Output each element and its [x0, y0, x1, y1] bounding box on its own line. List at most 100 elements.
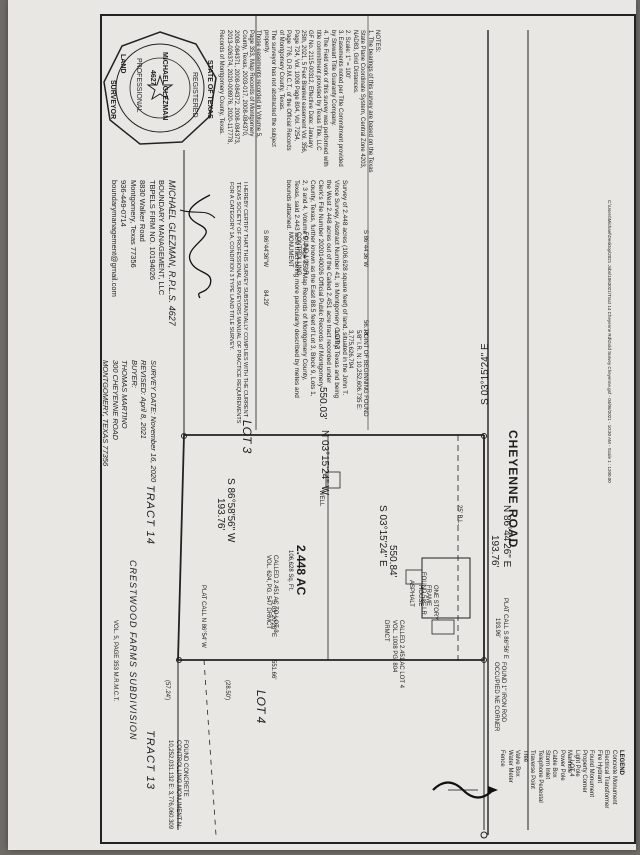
well-label: WELL: [318, 490, 324, 507]
call-right-label: CALLED 2.451 AC LOT 4 VOL. 1008 PG. 804 …: [383, 620, 404, 688]
notes-line: property.: [262, 30, 269, 54]
surveyor-block: MICHAEL GLEZMAN, R.P.L.S. 4627 BOUNDARY …: [110, 180, 177, 326]
notes-line: Page 353, Map Records of Montgomery: [248, 30, 255, 137]
area-sub-label: 106,628 Sq. Ft.: [287, 550, 293, 592]
north-line-bearing: N 86°44'26" E: [501, 505, 512, 568]
certification-text: I HEREBY CERTIFY THAT THIS SURVEY SUBSTA…: [228, 182, 248, 424]
plat-call-top-dist: 193.96': [494, 618, 500, 638]
south-line-bearing: S 86°58'56" W: [225, 478, 236, 543]
notes-line: 4. The Field work of this survey was per…: [322, 30, 329, 167]
plat-call-south: PLAT CALL N 86°54' W: [200, 585, 206, 648]
notes-line: title commitment provided by Texas Title…: [314, 30, 321, 151]
notes-line: GF No. 2115-00312, Effective Date: Janua…: [307, 30, 314, 148]
left-bearing-2: S 86°44'36"W: [262, 230, 268, 268]
surveyor-seal: [103, 31, 217, 145]
surveyor-email: boundarymanagement@gmail.com: [110, 180, 119, 297]
notes-line: Page 724, Vol. 1008 Page 804, Vol. 7254,: [292, 30, 299, 142]
west-line-bearing: N 03°15'24" W: [319, 430, 330, 496]
legend-title: LEGEND: [618, 750, 624, 776]
legend-item: Electrical Transformer: [603, 750, 610, 809]
surveyor-company: BOUNDARY MANAGEMENT, LLC: [157, 180, 167, 296]
building-line-label: 25' B.L.: [456, 505, 462, 526]
seal-name: MICHAEL GLEZMAN: [161, 52, 168, 121]
legend-item: Storm Inlet: [543, 750, 550, 780]
seal-land: LAND: [119, 54, 126, 74]
dist-57: (57.24'): [164, 680, 170, 701]
survey-date: SURVEY DATE: November 16, 2020: [149, 360, 158, 483]
surveyor-signature: [179, 194, 216, 299]
west-line-distance: 550.03': [317, 387, 328, 420]
found-iron-label: FOUND 1/2" I.R. CONTROLLING MONUMENT: [287, 232, 308, 277]
south-line-distance: 193.76': [215, 498, 226, 531]
surveyor-firm: TBPELS FIRM NO. 10194026: [148, 180, 157, 281]
notes-line: 25th, 2021, 5 Feet Blanket easement Vol.…: [299, 30, 306, 154]
tract13-label: TRACT 13: [144, 730, 156, 790]
east-line-label: 550.84': [387, 545, 398, 578]
seal-professional: PROFESSIONAL: [135, 58, 142, 113]
seal-top: STATE OF TEXAS: [206, 60, 213, 119]
plat-call-top: PLAT CALL S 86°56' E: [502, 598, 508, 659]
legend-item: Manhole: [566, 750, 573, 774]
notes-line: 2. Scale: 1" = 100': [344, 30, 351, 79]
legend-item: Valve Box: [514, 750, 521, 777]
notes-heading: NOTES:: [374, 30, 380, 53]
legend-item: Traverse Point: [529, 750, 536, 789]
tract14-label: TRACT 14: [144, 485, 156, 545]
drawing-frame: [100, 14, 636, 844]
plat-drawing: [176, 16, 529, 839]
survey-revised: REVISED: April 8, 2021: [139, 360, 149, 439]
asphalt-label: ASPHALT: [408, 580, 414, 607]
notes-line: 2013-026374, 2020-008976, 2020-117778,: [225, 30, 232, 144]
concrete-monument-label: FOUND CONCRETE CONTROLLING MONUMENT N: 1…: [167, 740, 188, 830]
area-call-label: CALLED 2.451 AC TO LOT 3 VOL. 624, PG. 5…: [264, 555, 278, 633]
notes-line: Records of Montgomery County, Texas.: [218, 30, 225, 135]
legend-item: Power Pole: [558, 750, 565, 781]
subdivision-name: CRESTWOOD FARMS SUBDIVISION: [128, 560, 138, 741]
survey-sheet: STATE OF TEXAS REGISTERED MICHAEL GLEZMA…: [8, 0, 636, 850]
surveyor-address1: 8830 Walker Road: [138, 180, 148, 242]
house-label: ONE STORY FRAME HOUSE: [417, 585, 438, 621]
seal-number: 4627: [149, 70, 156, 86]
notes-block: NOTES: 1. The bearings of this survey ar…: [217, 30, 380, 173]
legend-item: Concrete Monument: [610, 750, 617, 805]
legend-item: Found Monument: [588, 750, 595, 798]
area-label: 2.448 AC: [294, 545, 308, 596]
notes-line: State Plane Coordinate System, Central Z…: [359, 30, 366, 169]
notes-line: 2008-084371, 2008-084372, 2008-084373,: [233, 30, 240, 145]
point-of-beginning: POINT OF BEGINNING FOUND 5/8" I.R. N: 10…: [347, 330, 368, 417]
legend-item: Water Meter: [506, 750, 513, 783]
lot3-big-label: LOT 3: [240, 420, 254, 454]
dist-285: (28.50'): [224, 680, 230, 701]
lot3-label: LOT 3: [333, 330, 340, 350]
buyer-city: MONTGOMERY, TEXAS 77356: [101, 360, 111, 467]
notes-line: The surveyor has not abstracted the subj…: [270, 30, 277, 147]
legend-item: Tree: [521, 750, 528, 763]
legend-item: Fence: [499, 750, 506, 767]
buyer-address: 300 CHEYENNE ROAD: [111, 360, 120, 441]
upper-left-bearing: S 86°44'36"W: [362, 230, 368, 268]
legend-item: Fire Hydrant: [595, 750, 602, 784]
east-line-text: S 03°15'24" E: [377, 505, 388, 567]
seal-surveyor: SURVEYOR: [109, 80, 116, 120]
north-line-distance: 193.76': [489, 535, 500, 568]
notes-line: 3. Easements noted per Title Commitment …: [336, 30, 343, 167]
seal-registered: REGISTERED: [191, 72, 198, 118]
legend-item: Light Pole: [573, 750, 580, 777]
found-iron-ne-label: FOUND 1" IRON ROD OCCUPIED NE CORNER: [492, 662, 506, 732]
surveyor-phone: 936-449-0714: [119, 180, 129, 227]
notes-line: 1. The bearings of this survey are based…: [366, 30, 373, 173]
notes-line: County, Texas, 2003-017, 2008-084370,: [240, 30, 247, 137]
buyer-label: BUYER:: [130, 360, 139, 388]
notes-line: NAD83, Grid Distances.: [351, 30, 358, 94]
notes-line: Those easements recorded in Volume 5,: [255, 30, 262, 138]
legend-item: Telephone Pedestal: [536, 750, 543, 803]
right-line-distance: 551.66': [270, 660, 276, 680]
east-line-bearing: S 03°15'24" E: [480, 343, 491, 405]
notes-line: Page 776, D.R.M.C.T., of the Official Re…: [285, 30, 292, 151]
left-distance-2: 84.29': [262, 290, 268, 307]
notes-line: by Stewart Title Guaranty Company.: [329, 30, 336, 126]
legend: LEGEND Concrete Monument Electrical Tran…: [498, 750, 625, 809]
surveyor-name: MICHAEL GLEZMAN, R.P.L.S. 4627: [167, 180, 177, 326]
surveyor-address2: Montgomery, Texas 77356: [129, 180, 138, 268]
file-path: C:\Users\Michael\Desktop\2021 Jobs\10630…: [607, 200, 612, 483]
